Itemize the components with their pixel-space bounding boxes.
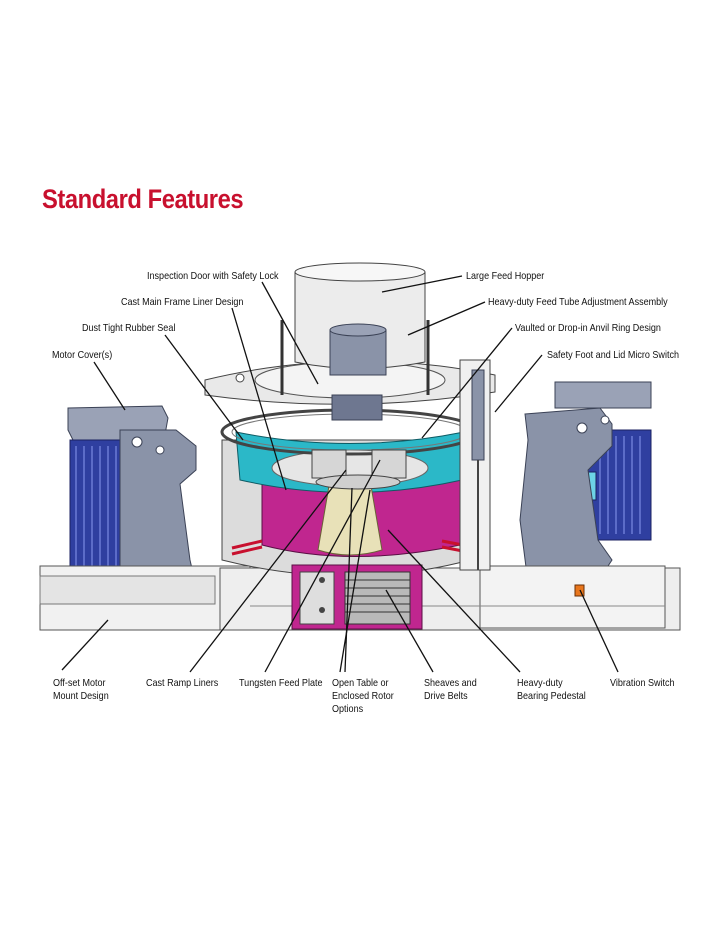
- lid-column: [459, 359, 491, 571]
- callout-tungsten-plate: Tungsten Feed Plate: [239, 677, 323, 689]
- callout-safety-foot: Safety Foot and Lid Micro Switch: [547, 349, 680, 361]
- callout-feed-tube-adjust: Heavy-duty Feed Tube Adjustment Assembly: [488, 296, 668, 308]
- callout-inspection-door: Inspection Door with Safety Lock: [147, 270, 279, 282]
- callout-cast-ramp: Cast Ramp Liners: [146, 677, 219, 689]
- callout-bearing-pedestal: Heavy-duty Bearing Pedestal: [517, 677, 586, 702]
- left-motor: [67, 405, 199, 596]
- callout-dust-tight-seal: Dust Tight Rubber Seal: [82, 322, 176, 334]
- rotor-parts: [311, 449, 407, 490]
- page-title: Standard Features: [42, 184, 244, 214]
- callout-sheaves: Sheaves and Drive Belts: [424, 677, 477, 702]
- leader-lines: [61, 275, 619, 673]
- callout-anvil-ring: Vaulted or Drop-in Anvil Ring Design: [515, 322, 661, 334]
- callout-open-table: Open Table or Enclosed Rotor Options: [332, 677, 394, 715]
- callout-motor-covers: Motor Cover(s): [52, 349, 113, 361]
- callout-large-feed-hopper: Large Feed Hopper: [466, 270, 545, 282]
- callout-vibration-switch: Vibration Switch: [610, 677, 675, 689]
- lower-drive: [291, 564, 423, 630]
- right-motor: [519, 381, 652, 576]
- lid-plate: [204, 360, 496, 405]
- feed-hopper: [280, 262, 430, 421]
- callout-offset-motor: Off-set Motor Mount Design: [53, 677, 109, 702]
- callout-cast-main-frame: Cast Main Frame Liner Design: [121, 296, 244, 308]
